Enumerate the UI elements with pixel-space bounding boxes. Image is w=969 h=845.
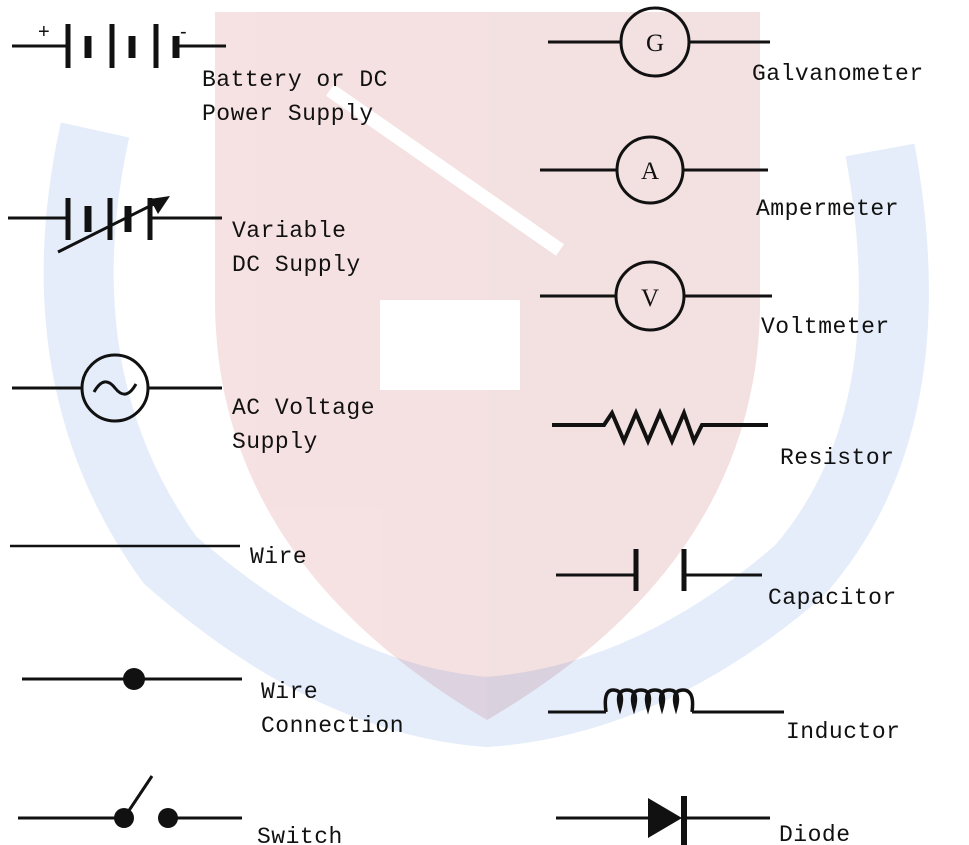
galvanometer-letter: G: [646, 30, 664, 57]
battery-label-line1: Battery or DC: [202, 67, 388, 93]
wire-label-line1: Wire: [250, 544, 308, 570]
variable-dc-label-line2: DC Supply: [232, 252, 361, 278]
switch-label: Switch: [257, 820, 343, 845]
capacitor-label: Capacitor: [768, 581, 897, 615]
battery-symbol: + -: [12, 21, 226, 68]
capacitor-label-line1: Capacitor: [768, 585, 897, 611]
inductor-symbol: [548, 688, 784, 715]
inductor-label: Inductor: [786, 715, 900, 749]
ac-supply-label: AC Voltage Supply: [232, 391, 375, 459]
battery-label-line2: Power Supply: [202, 101, 374, 127]
ammeter-label: Ampermeter: [756, 192, 899, 226]
battery-label: Battery or DC Power Supply: [202, 63, 388, 131]
wire-connection-label: Wire Connection: [261, 675, 404, 743]
resistor-label: Resistor: [780, 441, 894, 475]
voltmeter-symbol: V: [540, 260, 772, 332]
battery-plus-sign: +: [38, 21, 50, 43]
voltmeter-label-line1: Voltmeter: [761, 314, 890, 340]
ammeter-symbol: A: [540, 135, 768, 205]
galvanometer-symbol: G: [548, 6, 770, 78]
ac-supply-label-line2: Supply: [232, 429, 318, 455]
ac-supply-label-line1: AC Voltage: [232, 395, 376, 421]
diode-label-line1: Diode: [779, 822, 851, 845]
resistor-symbol: [552, 407, 768, 447]
switch-label-line1: Switch: [257, 824, 343, 845]
variable-dc-label: Variable DC Supply: [232, 214, 361, 282]
ammeter-letter: A: [641, 158, 659, 185]
voltmeter-letter: V: [641, 285, 659, 312]
battery-minus-sign: -: [180, 21, 187, 43]
wire-connection-label-line1: Wire: [261, 679, 319, 705]
wire-connection-symbol: [22, 668, 242, 690]
switch-symbol: [18, 775, 242, 828]
ammeter-label-line1: Ampermeter: [756, 196, 900, 222]
galvanometer-label-line1: Galvanometer: [752, 61, 924, 87]
ac-voltage-supply-symbol: [12, 353, 222, 423]
voltmeter-label: Voltmeter: [761, 310, 890, 344]
wire-connection-label-line2: Connection: [261, 713, 405, 739]
variable-dc-label-line1: Variable: [232, 218, 347, 244]
diode-label: Diode: [779, 818, 851, 845]
galvanometer-label: Galvanometer: [752, 57, 924, 91]
capacitor-symbol: [556, 549, 762, 591]
diode-symbol: [556, 796, 770, 845]
variable-dc-supply-symbol: [8, 196, 222, 254]
wire-label: Wire: [250, 540, 307, 574]
resistor-label-line1: Resistor: [780, 445, 895, 471]
inductor-label-line1: Inductor: [786, 719, 901, 745]
